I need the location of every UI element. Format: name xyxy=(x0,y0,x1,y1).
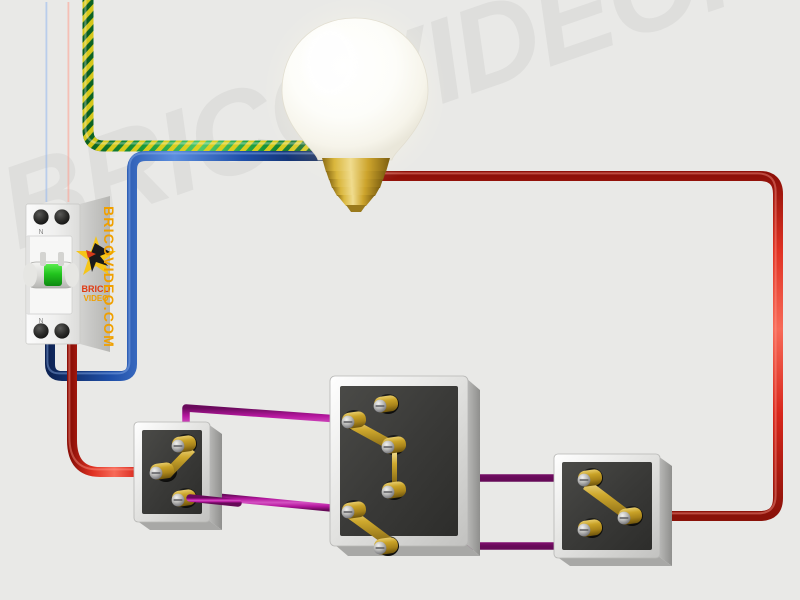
phase-switchleft-highlight xyxy=(68,335,164,471)
lamp-base xyxy=(322,158,390,212)
switch-middle-bottom xyxy=(334,544,480,556)
switch-right-side xyxy=(658,456,672,566)
switch-left-terminal-l2[interactable] xyxy=(171,488,197,507)
earth-wire-stripes xyxy=(82,0,322,152)
breaker-label-top: N xyxy=(38,229,43,236)
breaker-label-bottom: N xyxy=(38,318,43,325)
phase-return-highlight xyxy=(365,172,777,515)
breaker-toggle[interactable] xyxy=(23,252,79,289)
circuit-breaker[interactable]: N N BRICO VIDEO BRICOVIDE xyxy=(23,196,117,352)
switch-middle-bar-link xyxy=(392,452,397,486)
switch-right[interactable] xyxy=(553,453,672,566)
phase-return-core xyxy=(363,171,783,521)
wire-phase-lamp-to-switch-right xyxy=(363,171,783,521)
breaker-terminal-top-right[interactable] xyxy=(54,209,70,225)
logo-mark-line1: BRICO xyxy=(82,284,111,294)
switch-middle-side xyxy=(466,378,480,556)
earth-wire-highlight xyxy=(84,0,314,145)
wire-phase-supply xyxy=(67,0,77,213)
lamp xyxy=(263,0,447,212)
switch-middle-terminal-pivot-lower[interactable] xyxy=(381,480,407,499)
switch-left-bottom xyxy=(136,520,222,530)
switch-middle-terminal-tl[interactable] xyxy=(341,410,367,429)
breaker-toggle-stem xyxy=(40,252,46,266)
wire-phase-to-switch-left xyxy=(67,333,171,477)
neutral-lamp-core xyxy=(45,151,331,381)
breaker-terminal-bottom-left[interactable] xyxy=(33,323,49,339)
wire-earth xyxy=(82,0,338,152)
logo-vertical-text: BRICOVIDEO.COM xyxy=(101,206,117,348)
switch-right-bottom xyxy=(556,556,672,566)
wire-terminal-stubs xyxy=(135,400,669,550)
logo-accent xyxy=(86,250,96,258)
switch-middle-face[interactable] xyxy=(340,386,458,536)
switch-middle-terminal-pivot-upper[interactable] xyxy=(381,435,407,454)
breaker-toggle-cap-right xyxy=(65,263,79,287)
breaker-logo: BRICO VIDEO BRICOVIDEO.COM xyxy=(76,206,117,348)
breaker-terminal-bottom-right[interactable] xyxy=(54,323,70,339)
phase-switchleft-core xyxy=(67,333,171,477)
switch-middle[interactable] xyxy=(329,375,480,556)
logo-bird xyxy=(89,243,110,272)
breaker-terminal-top-left[interactable] xyxy=(33,209,49,225)
breaker-side xyxy=(80,196,110,352)
logo-mark-line2: VIDEO xyxy=(84,294,109,303)
breaker-toggle-cap-left xyxy=(23,263,37,287)
breaker-toggle-stem-2 xyxy=(58,252,64,266)
stub-left-l2 xyxy=(186,494,242,507)
lamp-specular xyxy=(304,28,356,96)
lamp-glass xyxy=(281,17,429,161)
wire-neutral-supply xyxy=(45,0,55,213)
neutral-lamp-highlight xyxy=(46,152,324,375)
breaker-toggle-indicator xyxy=(44,264,62,286)
switch-middle-terminal-bl[interactable] xyxy=(341,500,367,519)
